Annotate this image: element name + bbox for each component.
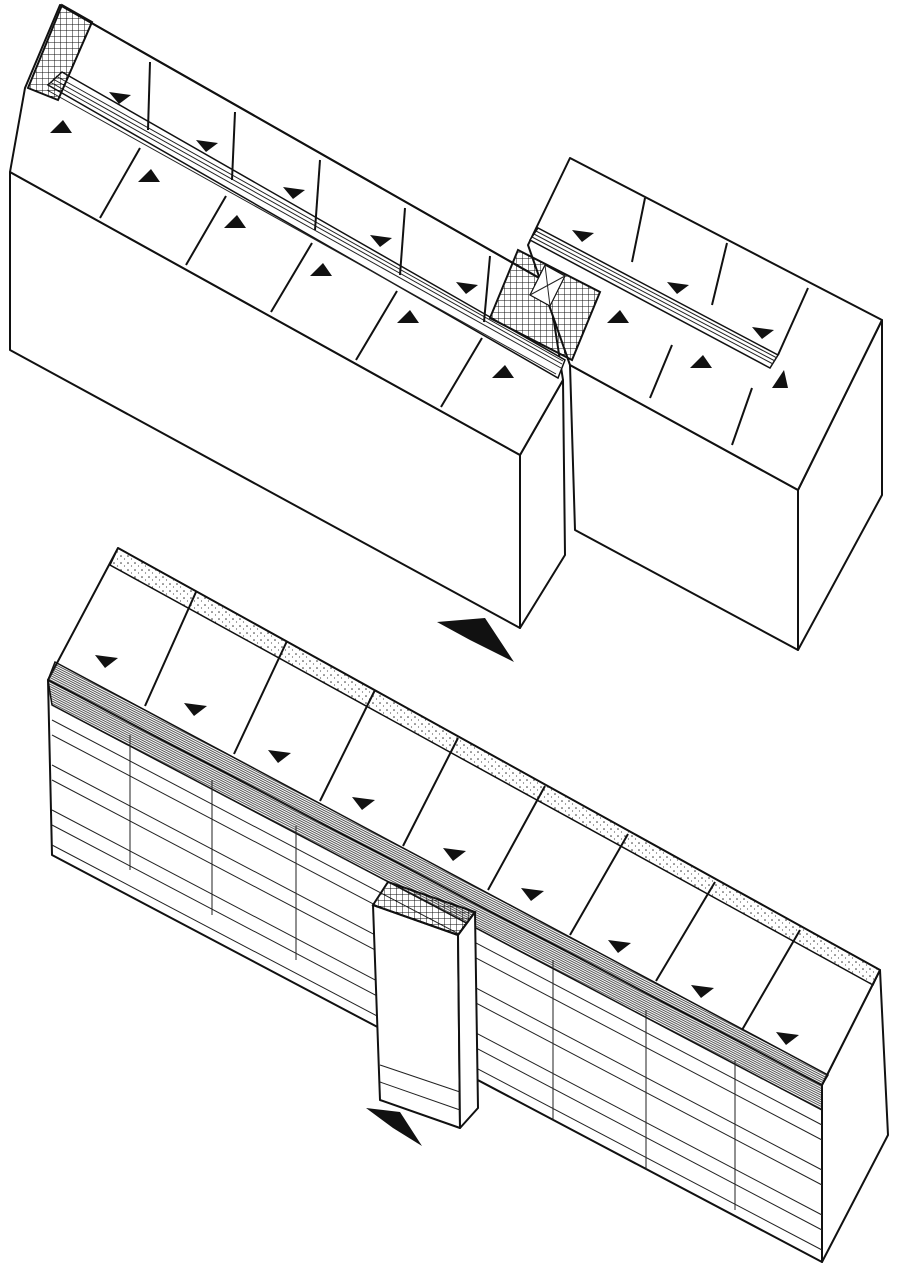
lower-stair-tower [371,880,479,1129]
entrance-arrow-icon [366,1108,422,1146]
lower-facade-bays [129,735,736,1210]
down-arrow-icon [691,985,714,998]
down-arrow-icon [521,888,544,901]
upper-stair-core-center [488,248,602,362]
upper-back-row-units [59,4,549,323]
down-arrow-icon [196,140,218,152]
upper-wing [437,157,883,662]
down-arrow-icon [268,750,291,763]
down-arrow-icon [456,282,478,294]
lower-block [47,546,889,1263]
down-arrow-icon [283,187,305,199]
upper-block [9,3,566,629]
up-arrow-icon [50,120,72,133]
stair-landing [529,264,566,307]
upper-wing-markers [572,230,788,388]
up-arrow-icon [772,370,788,388]
lower-roof-units [144,591,801,1031]
up-arrow-icon [310,263,332,276]
up-arrow-icon [607,310,629,323]
upper-wing-units [631,197,809,446]
down-arrow-icon [184,703,207,716]
down-arrow-icon [667,282,689,294]
upper-unit-markers [50,92,514,378]
stair-tower-side [457,911,479,1129]
down-arrow-icon [352,797,375,810]
upper-wing-corridor [528,227,780,369]
lower-roof-markers [95,655,799,1045]
down-arrow-icon [608,940,631,953]
down-arrow-icon [443,848,466,861]
down-arrow-icon [776,1032,799,1045]
up-arrow-icon [138,169,160,182]
down-arrow-icon [95,655,118,668]
up-arrow-icon [224,215,246,228]
upper-stair-core-left [26,3,94,102]
upper-front-row-units [99,147,483,408]
up-arrow-icon [397,310,419,323]
upper-corridor [46,71,566,380]
lower-roof-parapet [109,546,881,987]
up-arrow-icon [690,355,712,368]
down-arrow-icon [572,230,594,242]
up-arrow-icon [492,365,514,378]
down-arrow-icon [752,327,774,339]
stair-tower-top [371,880,477,937]
lower-gallery-band [47,660,830,1112]
down-arrow-icon [109,92,131,104]
down-arrow-icon [370,235,392,247]
entrance-arrow-icon [437,618,514,662]
